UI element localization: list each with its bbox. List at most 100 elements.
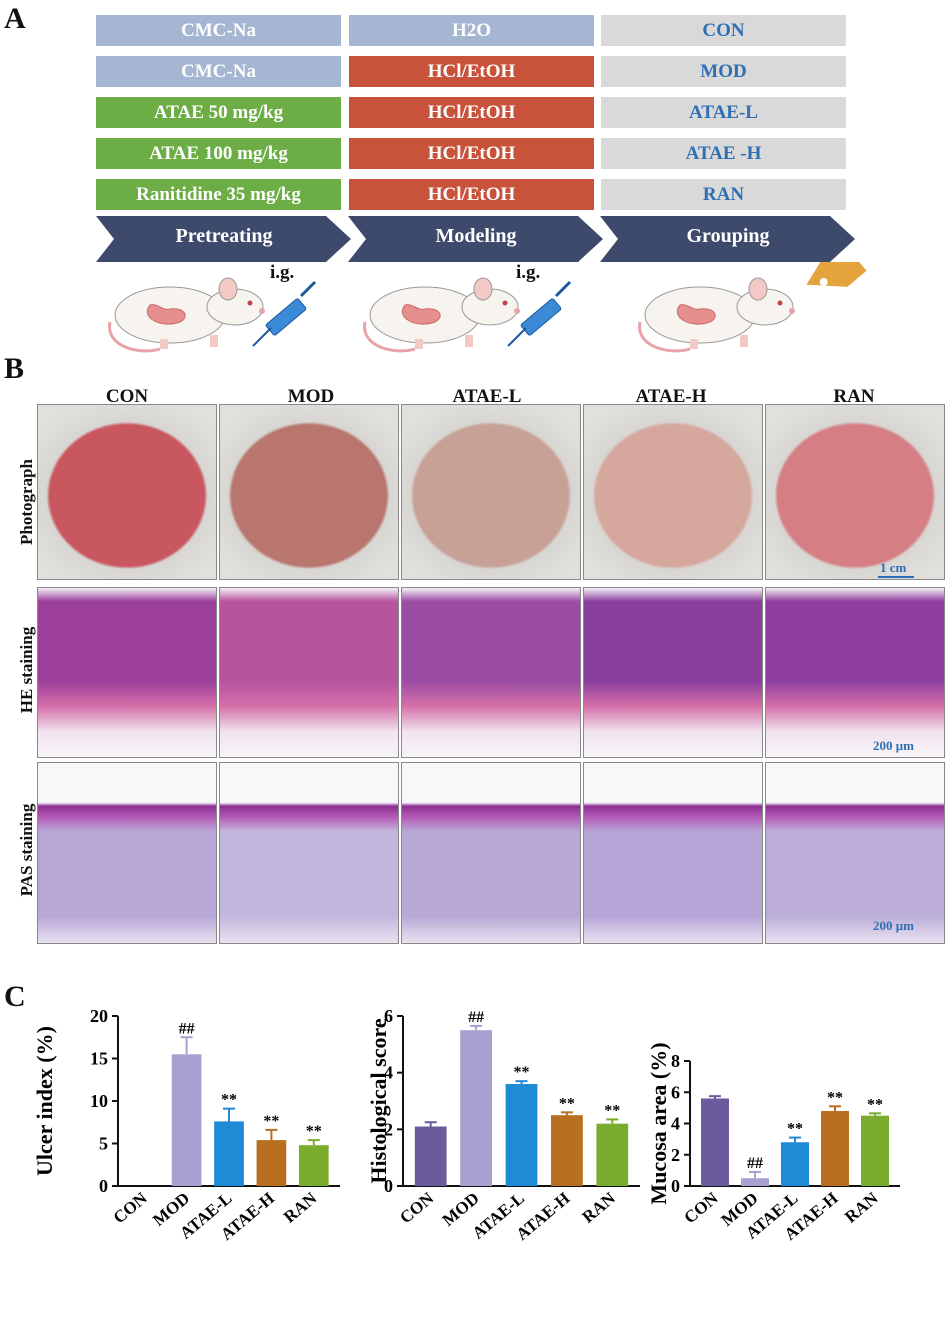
bar [821, 1111, 849, 1186]
photograph-image [765, 404, 945, 580]
model-cell: HCl/EtOH [349, 138, 594, 169]
rat-icon [363, 276, 522, 353]
significance-label: ** [263, 1113, 279, 1130]
x-tick-label: RAN [280, 1188, 321, 1227]
bar [505, 1084, 538, 1186]
model-cell: HCl/EtOH [349, 97, 594, 128]
significance-label: ** [559, 1095, 575, 1112]
bar [298, 1145, 329, 1186]
x-tick-label: RAN [841, 1188, 882, 1227]
row-title-photograph: Photograph [17, 459, 36, 545]
column-header: CON [105, 386, 149, 407]
y-tick-label: 0 [671, 1176, 680, 1196]
x-tick-label: CON [110, 1188, 152, 1227]
significance-label: ** [827, 1089, 843, 1106]
stage-grouping-label: Grouping [686, 225, 770, 247]
bar [741, 1178, 769, 1186]
rat-illustrations [108, 262, 867, 353]
significance-label: ** [306, 1123, 322, 1140]
tag-icon [806, 262, 867, 287]
he-stain-image [219, 587, 399, 758]
pretreat-cell: CMC-Na [96, 15, 341, 46]
y-tick-label: 8 [671, 1051, 680, 1071]
bar [214, 1121, 244, 1186]
photograph-image [583, 404, 763, 580]
significance-label: ** [221, 1092, 237, 1109]
syringe-icon [251, 280, 317, 348]
bar [781, 1142, 809, 1186]
bar [460, 1030, 492, 1186]
ig-label-2: i.g. [516, 262, 541, 283]
stage-arrow-pretreating [96, 216, 351, 262]
y-tick-label: 4 [384, 1063, 393, 1083]
column-header: RAN [833, 386, 875, 407]
pretreat-cell: ATAE 100 mg/kg [96, 138, 341, 169]
significance-label: ## [747, 1155, 763, 1172]
pretreat-cell: ATAE 50 mg/kg [96, 97, 341, 128]
bar [861, 1115, 889, 1186]
significance-label: ** [604, 1102, 620, 1119]
y-tick-label: 0 [99, 1176, 108, 1196]
ig-label-1: i.g. [270, 262, 295, 283]
photograph-image [37, 404, 217, 580]
group-cell: MOD [601, 56, 846, 87]
x-tick-label: CON [680, 1188, 722, 1227]
panel-c-label: C [4, 980, 26, 1013]
pas-stain-image [219, 762, 399, 944]
y-tick-label: 2 [384, 1119, 393, 1139]
y-tick-label: 4 [671, 1114, 680, 1134]
pas-stain-image [765, 762, 945, 944]
significance-label: ** [514, 1064, 530, 1081]
y-tick-label: 6 [671, 1082, 680, 1102]
he-stain-image [583, 587, 763, 758]
stage-arrows [96, 216, 855, 262]
column-header: MOD [287, 386, 335, 407]
pas-stain-image [401, 762, 581, 944]
stage-modeling-label: Modeling [435, 225, 517, 247]
model-cell: H2O [349, 15, 594, 46]
pas-stain-image [37, 762, 217, 944]
y-tick-label: 0 [384, 1176, 393, 1196]
y-tick-label: 5 [99, 1134, 108, 1154]
column-header: ATAE-L [452, 386, 522, 407]
pretreat-cell: CMC-Na [96, 56, 341, 87]
rat-icon [638, 276, 797, 353]
bar [414, 1126, 447, 1186]
bar [596, 1123, 629, 1186]
stage-arrow-grouping [600, 216, 855, 262]
scale-label-pas: 200 μm [873, 918, 914, 933]
significance-label: ## [468, 1009, 484, 1026]
y-axis-title: Histological score [366, 1018, 391, 1183]
group-cell: RAN [601, 179, 846, 210]
group-cell: CON [601, 15, 846, 46]
photograph-image [219, 404, 399, 580]
pretreat-cell: Ranitidine 35 mg/kg [96, 179, 341, 210]
panel-a-label: A [4, 2, 26, 35]
group-cell: ATAE-L [601, 97, 846, 128]
pas-stain-image [583, 762, 763, 944]
row-title-he: HE staining [17, 626, 36, 714]
stage-arrow-modeling [348, 216, 603, 262]
x-tick-label: CON [396, 1188, 438, 1227]
group-cell: ATAE -H [601, 138, 846, 169]
scale-label-he: 200 μm [873, 738, 914, 753]
y-tick-label: 20 [90, 1006, 108, 1026]
significance-label: ** [787, 1121, 803, 1138]
syringe-icon [506, 280, 572, 348]
bar [256, 1140, 287, 1186]
model-cell: HCl/EtOH [349, 56, 594, 87]
stage-pretreating-label: Pretreating [175, 225, 273, 247]
panel-b-label: B [4, 352, 25, 385]
bar [171, 1054, 202, 1186]
scale-label-photo: 1 cm [880, 560, 907, 575]
he-stain-image [401, 587, 581, 758]
model-cell: HCl/EtOH [349, 179, 594, 210]
he-stain-image [765, 587, 945, 758]
significance-label: ** [867, 1096, 883, 1113]
y-tick-label: 10 [90, 1091, 108, 1111]
x-tick-label: RAN [578, 1188, 619, 1227]
y-axis-title: Mucosa area (%) [646, 1042, 671, 1204]
bar [701, 1098, 729, 1186]
rat-icon [108, 276, 267, 353]
